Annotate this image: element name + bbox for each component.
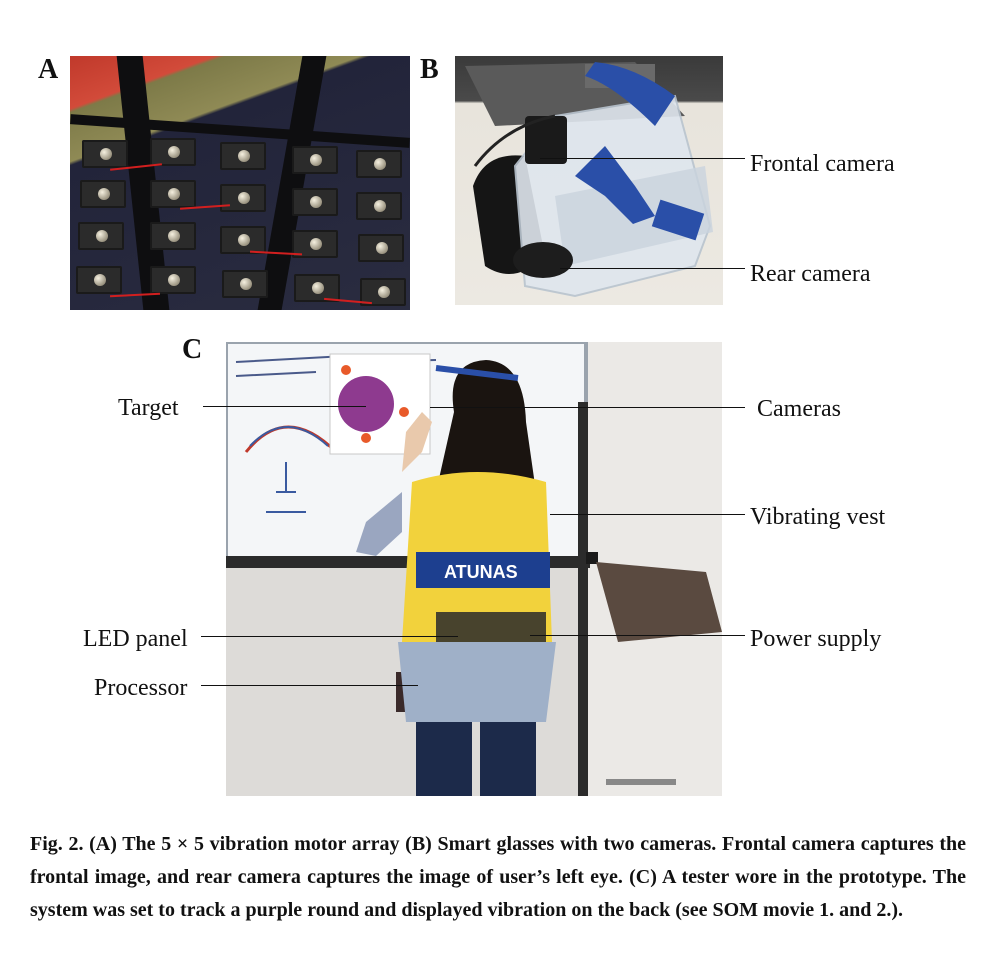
panel-letter-a: A xyxy=(38,54,59,85)
power-supply-label: Power supply xyxy=(750,626,882,652)
power-supply-leader xyxy=(530,635,745,636)
vest-logo: ATUNAS xyxy=(444,562,518,582)
processor-leader xyxy=(201,685,418,686)
frontal-camera-label: Frontal camera xyxy=(750,151,895,177)
motor-array-photo xyxy=(70,56,410,310)
frontal-camera-leader xyxy=(540,158,745,159)
figure-caption: Fig. 2. (A) The 5 × 5 vibration motor ar… xyxy=(30,833,966,921)
rear-camera-label: Rear camera xyxy=(750,261,871,287)
smart-glasses-photo xyxy=(455,56,723,305)
tester-photo: ATUNAS xyxy=(226,342,722,796)
target-leader xyxy=(203,406,366,407)
panel-letter-c: C xyxy=(182,334,203,365)
cameras-label: Cameras xyxy=(757,396,841,422)
rear-camera-leader xyxy=(560,268,745,269)
panel-letter-b: B xyxy=(420,54,439,85)
cameras-leader xyxy=(430,407,745,408)
processor-label: Processor xyxy=(94,675,188,701)
led-panel-leader xyxy=(201,636,458,637)
vibrating-vest-label: Vibrating vest xyxy=(750,504,886,530)
target-circle xyxy=(338,376,394,432)
led-panel-label: LED panel xyxy=(83,626,188,652)
vibrating-vest-leader xyxy=(550,514,745,515)
target-label: Target xyxy=(118,395,179,421)
